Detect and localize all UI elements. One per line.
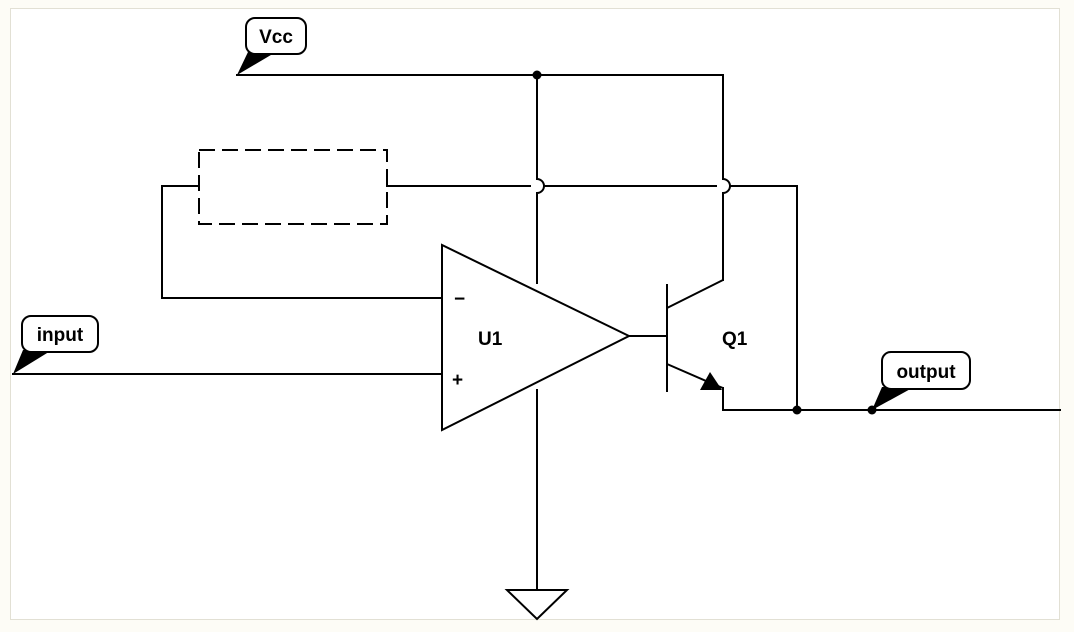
ground-icon — [504, 589, 570, 621]
feedback-component-placeholder — [198, 149, 388, 225]
output-label-box — [881, 351, 971, 390]
inverting-input-wire — [161, 185, 443, 299]
vcc-label-text: Vcc — [259, 27, 293, 48]
vcc-net-label: Vcc — [237, 17, 307, 75]
vcc-label-box — [245, 17, 307, 55]
input-net-label: input — [13, 315, 99, 374]
vcc-label-pointer — [237, 52, 276, 75]
transistor-emitter-arrow-icon — [700, 372, 722, 390]
output-wire — [722, 387, 1061, 411]
junction-dot-vcc — [532, 70, 542, 80]
input-label-text: input — [37, 325, 84, 346]
input-label-box — [21, 315, 99, 353]
output-label-text: output — [896, 362, 956, 383]
opamp-noninverting-pin: + — [452, 370, 463, 391]
opamp-u1-symbol — [441, 243, 632, 432]
schematic-sheet — [10, 8, 1060, 620]
opamp-supply-wire — [536, 74, 545, 284]
collector-supply-wire — [722, 74, 731, 281]
output-net-label: output — [872, 351, 971, 410]
output-label-pointer — [872, 387, 914, 410]
transistor-designator: Q1 — [722, 329, 748, 350]
transistor-collector-lead — [666, 279, 724, 309]
input-label-pointer — [13, 350, 52, 374]
junction-dot-feedback — [792, 405, 802, 415]
opamp-inverting-pin: − — [454, 289, 465, 310]
opamp-designator: U1 — [478, 329, 503, 350]
feedback-wire-segment-c — [729, 185, 798, 411]
